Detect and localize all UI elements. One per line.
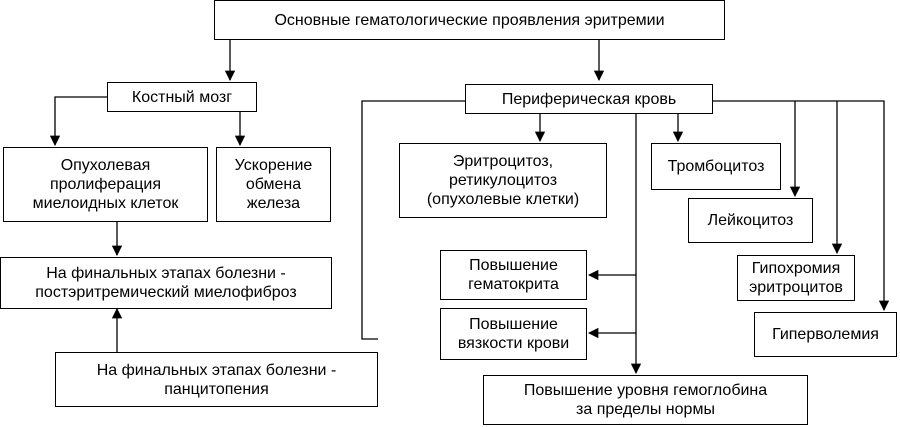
proliferation-box: Опухолевая пролиферация миелоидных клето… — [3, 147, 208, 222]
title-box: Основные гематологические проявления эри… — [214, 0, 725, 40]
hemoglobin-box: Повышение уровня гемоглобина за пределы … — [483, 375, 808, 425]
arrow-bone-marrow-to-proliferation — [49, 96, 107, 147]
pancytopenia-box: На финальных этапах болезни - панцитопен… — [55, 352, 378, 407]
leukocytosis-box: Лейкоцитоз — [688, 198, 813, 243]
arrow-peripheral-to-hypervolemia — [713, 100, 890, 312]
viscosity-box: Повышение вязкости крови — [440, 308, 587, 360]
iron-exchange-box: Ускорение обмена железа — [216, 147, 331, 222]
erythrocytosis-box: Эритроцитоз, ретикулоцитоз (опухолевые к… — [399, 143, 607, 218]
thrombocytosis-box: Тромбоцитоз — [651, 143, 781, 190]
bone-marrow-box: Костный мозг — [107, 82, 257, 112]
peripheral-blood-box: Периферическая кровь — [465, 84, 713, 114]
hematocrit-box: Повышение гематокрита — [440, 250, 587, 300]
hypochromia-box: Гипохромия эритроцитов — [737, 255, 855, 301]
myelofibrosis-box: На финальных этапах болезни - постэритре… — [0, 257, 332, 309]
hypervolemia-box: Гиперволемия — [754, 312, 897, 357]
line-peripheral-to-pancytopenia — [361, 100, 465, 340]
